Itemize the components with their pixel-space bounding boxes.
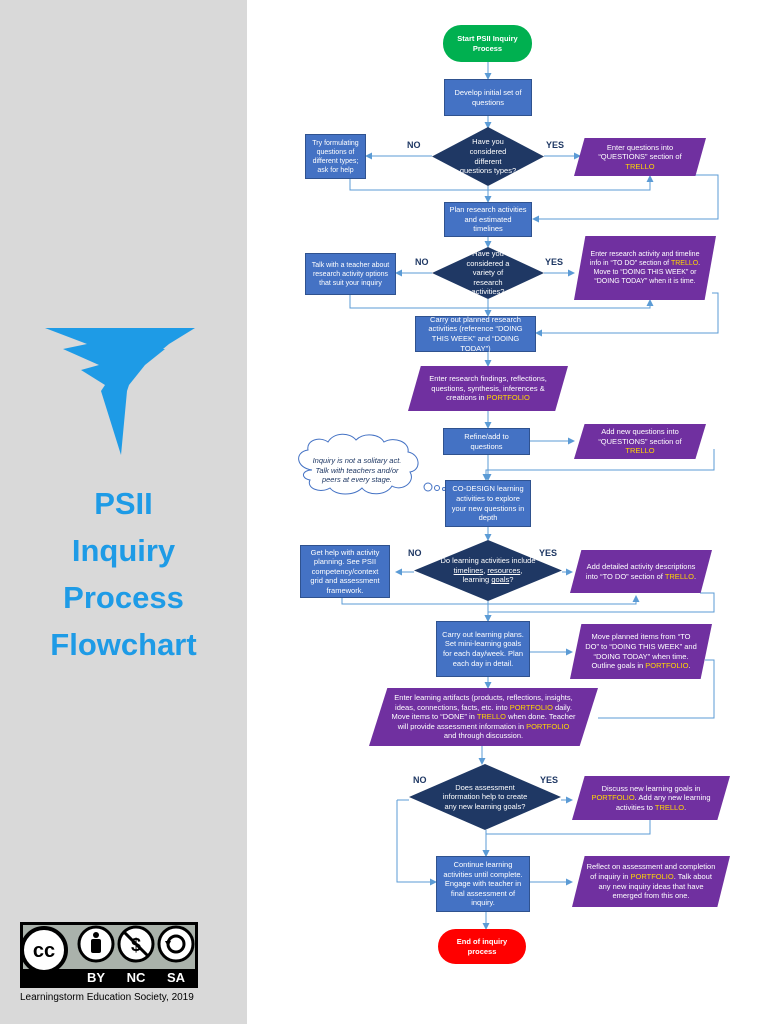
- decision-label: Do learning activities include timelines…: [440, 556, 536, 585]
- credit-text: Learningstorm Education Society, 2019: [20, 992, 194, 1003]
- enter-artifacts-io: Enter learning artifacts (products, refl…: [369, 688, 598, 746]
- title-line: Inquiry: [71, 533, 176, 568]
- yes-label: YES: [545, 257, 564, 267]
- decision-label: Does assessment information help to crea…: [442, 782, 528, 811]
- io-label: Add detailed activity descriptions into …: [585, 561, 697, 581]
- cc-icon: cc: [20, 926, 68, 974]
- add-activity-descriptions-io: Add detailed activity descriptions into …: [570, 550, 712, 593]
- no-label: NO: [407, 140, 421, 150]
- reflect-io: Reflect on assessment and completion of …: [572, 856, 730, 907]
- start-node: Start PSII Inquiry Process: [443, 25, 532, 62]
- thought-cloud: [298, 433, 446, 495]
- continue-learning-step: Continue learning activities until compl…: [436, 856, 530, 912]
- noncommercial-icon: $: [117, 925, 155, 963]
- refine-questions-step: Refine/add to questions: [443, 428, 530, 455]
- decision-label: Have you considered a variety of researc…: [466, 249, 510, 297]
- step-label: Develop initial set of questions: [454, 87, 522, 107]
- io-label: Move planned items from “TO DO” to “DOIN…: [585, 632, 697, 671]
- step-label: Carry out learning plans. Set mini-learn…: [442, 629, 524, 668]
- step-label: Refine/add to questions: [464, 431, 509, 451]
- step-label: Carry out planned research activities (r…: [428, 314, 523, 353]
- sidebar: PSII Inquiry Process Flowchart cc $ BY N…: [0, 0, 247, 1024]
- start-label: Start PSII Inquiry Process: [457, 33, 518, 53]
- cc-license-badge: cc $ BY NC SA: [20, 922, 198, 988]
- add-questions-io: Add new questions into “QUESTIONS” secti…: [574, 424, 706, 459]
- carry-out-research-step: Carry out planned research activities (r…: [415, 314, 536, 353]
- enter-research-io: Enter research activity and timeline inf…: [574, 236, 716, 300]
- step-label: Get help with activity planning. See PSI…: [310, 547, 380, 595]
- move-planned-items-io: Move planned items from “TO DO” to “DOIN…: [570, 624, 712, 679]
- cloud-note: Inquiry is not a solitary act. Talk with…: [312, 456, 402, 485]
- decision-label: Have you considered different questions …: [459, 137, 517, 176]
- discuss-goals-io: Discuss new learning goals in PORTFOLIO.…: [572, 776, 730, 820]
- title-line: Process: [63, 580, 184, 615]
- formulate-questions-step: Try formulating questions of different t…: [305, 134, 366, 179]
- enter-questions-io: Enter questions into “QUESTIONS” section…: [574, 138, 706, 176]
- step-label: Try formulating questions of different t…: [312, 139, 359, 174]
- license-badge-sa: SA: [167, 970, 186, 985]
- attribution-icon: [77, 925, 115, 963]
- title-line: PSII: [94, 486, 153, 521]
- svg-text:cc: cc: [33, 940, 55, 962]
- plan-research-step: Plan research activities and estimated t…: [444, 202, 532, 237]
- step-label: Continue learning activities until compl…: [443, 860, 523, 908]
- co-design-step: CO-DESIGN learning activities to explore…: [445, 480, 531, 527]
- license-badge-by: BY: [87, 970, 105, 985]
- yes-label: YES: [546, 140, 565, 150]
- io-label: Enter questions into “QUESTIONS” section…: [598, 142, 682, 171]
- talk-teacher-step: Talk with a teacher about research activ…: [305, 253, 396, 295]
- page-title: PSII Inquiry Process Flowchart: [0, 480, 247, 668]
- end-node: End of inquiry process: [438, 929, 526, 964]
- activity-help-step: Get help with activity planning. See PSI…: [300, 545, 390, 598]
- yes-label: YES: [540, 775, 559, 785]
- io-label: Add new questions into “QUESTIONS” secti…: [598, 427, 682, 456]
- io-label: Reflect on assessment and completion of …: [586, 862, 716, 901]
- sharealike-icon: [157, 925, 195, 963]
- learningstorm-logo: [45, 328, 195, 455]
- step-label: Plan research activities and estimated t…: [449, 205, 527, 234]
- no-label: NO: [413, 775, 427, 785]
- no-label: NO: [408, 548, 422, 558]
- io-label: Discuss new learning goals in PORTFOLIO.…: [591, 783, 711, 812]
- io-label: Enter research findings, reflections, qu…: [429, 374, 547, 403]
- step-label: Talk with a teacher about research activ…: [311, 261, 390, 287]
- enter-findings-io: Enter research findings, reflections, qu…: [408, 366, 568, 411]
- no-label: NO: [415, 257, 429, 267]
- license-badge-nc: NC: [127, 970, 146, 985]
- io-label: Enter research activity and timeline inf…: [589, 251, 701, 285]
- step-label: CO-DESIGN learning activities to explore…: [451, 484, 525, 523]
- develop-questions-step: Develop initial set of questions: [444, 79, 532, 116]
- io-label: Enter learning artifacts (products, refl…: [391, 693, 576, 741]
- carry-out-learning-step: Carry out learning plans. Set mini-learn…: [436, 621, 530, 677]
- title-line: Flowchart: [50, 627, 197, 662]
- end-label: End of inquiry process: [456, 936, 508, 956]
- yes-label: YES: [539, 548, 558, 558]
